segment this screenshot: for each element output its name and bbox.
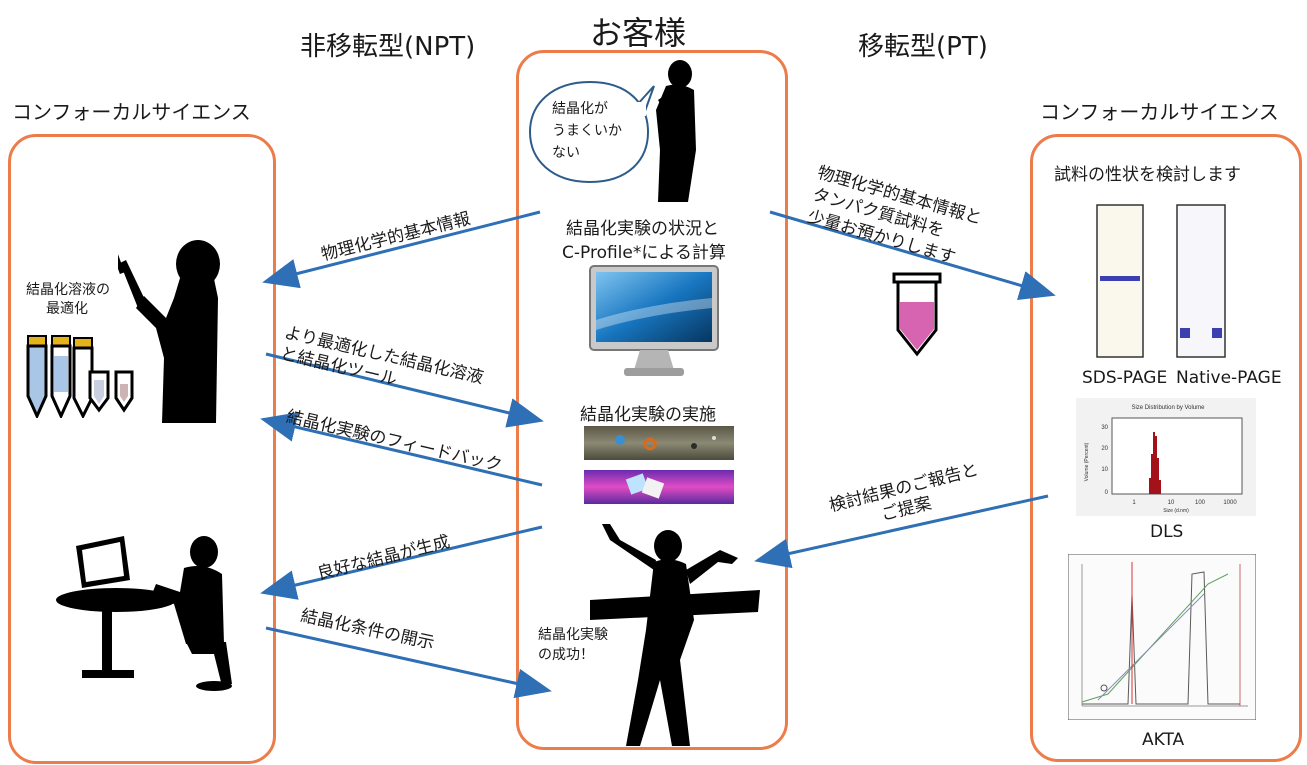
dls-y-tick-20: 20	[1101, 446, 1108, 452]
speech-bubble	[528, 80, 655, 184]
left-panel	[8, 134, 276, 764]
dls-x-tick-100: 100	[1195, 500, 1206, 506]
pt-heading: 移転型(PT)	[858, 32, 988, 62]
test-tubes-icon	[26, 335, 134, 418]
dls-chart: Size Distribution by Volume Volume (Perc…	[1076, 398, 1256, 516]
status-line2: C-Profile*による計算	[562, 243, 726, 263]
speech-line3: ない	[552, 145, 580, 161]
npt-heading: 非移転型(NPT)	[300, 32, 476, 62]
speech-line1: 結晶化が	[552, 101, 608, 117]
sds-page-label: SDS-PAGE	[1082, 368, 1168, 388]
left-panel-title: コンフォーカルサイエンス	[12, 100, 251, 124]
success-line1: 結晶化実験	[538, 627, 608, 643]
dls-x-tick-10: 10	[1168, 500, 1175, 506]
dls-x-tick-1000: 1000	[1223, 500, 1237, 506]
right-panel	[1030, 134, 1302, 762]
thinking-person-silhouette	[656, 60, 696, 202]
dls-x-axis-label: Size (d.nm)	[1163, 508, 1189, 514]
computer-user-silhouette	[56, 536, 232, 691]
arrow-report	[754, 494, 1049, 569]
success-line2: の成功！	[538, 647, 594, 663]
native-page-gel	[1176, 204, 1226, 358]
dls-x-tick-1: 1	[1132, 500, 1136, 506]
native-page-label: Native-PAGE	[1176, 368, 1282, 388]
right-panel-title: コンフォーカルサイエンス	[1040, 100, 1279, 124]
sample-intro: 試料の性状を検討します	[1054, 165, 1241, 185]
scientist-silhouette	[118, 240, 220, 423]
optimize-label-line1: 結晶化溶液の	[26, 282, 110, 298]
akta-label: AKTA	[1142, 730, 1185, 750]
sample-tube-icon	[892, 272, 942, 357]
dls-histogram	[1149, 432, 1161, 494]
dls-y-axis-label: Volume (Percent)	[1084, 442, 1090, 481]
victory-runner-silhouette	[590, 524, 760, 746]
arrow-physchem-info	[262, 210, 541, 289]
dls-chart-title: Size Distribution by Volume	[1131, 405, 1205, 411]
arrow-optimized-solution	[265, 352, 544, 428]
crystal-photo-2	[584, 470, 734, 504]
optimize-label-line2: 最適化	[46, 301, 88, 317]
status-line1: 結晶化実験の状況と	[566, 219, 719, 239]
sds-page-gel	[1096, 204, 1144, 358]
arrow-good-crystal	[260, 525, 543, 600]
speech-line2: うまくいか	[552, 123, 622, 139]
arrow-pt-sample	[769, 210, 1056, 300]
arrow-feedback	[260, 412, 543, 487]
dls-y-tick-30: 30	[1101, 425, 1108, 431]
experiment-title: 結晶化実験の実施	[580, 405, 716, 425]
crystal-photo-1	[584, 426, 734, 460]
customer-heading: お客様	[590, 14, 687, 52]
dls-y-tick-10: 10	[1101, 467, 1108, 473]
dls-y-tick-0: 0	[1105, 490, 1109, 496]
akta-chromatogram	[1068, 554, 1256, 720]
dls-label: DLS	[1150, 522, 1184, 542]
monitor-icon	[589, 265, 719, 376]
arrow-disclose-conditions	[265, 626, 552, 699]
